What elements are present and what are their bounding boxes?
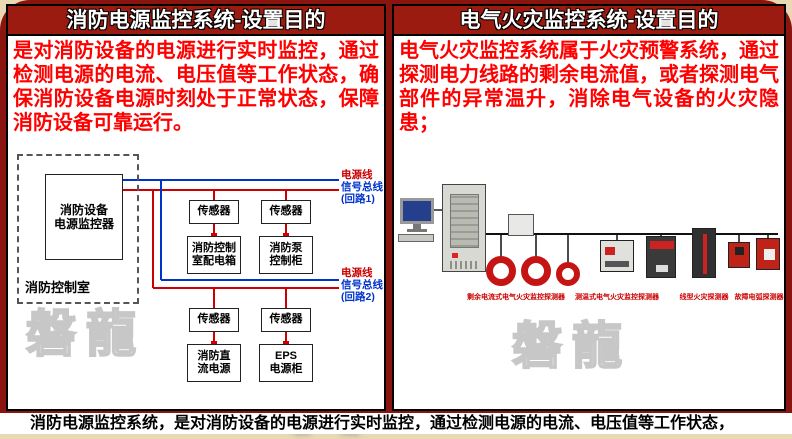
monitor-base [407,229,427,232]
line-type-detector-unit [692,228,716,278]
loop2-sensor-1: 传感器 [189,308,239,332]
device-label-residual-current: 剩余电流式电气火灾监控探测器 [467,294,565,301]
power-monitor-box: 消防设备 电源监控器 [45,174,123,260]
workstation-keyboard [398,234,434,242]
loop2-signal-bus-label: 信号总线 [341,279,383,291]
loop2-power-line-label: 电源线 [341,267,373,279]
monitor-stand [413,224,421,229]
bus-junction-box [508,214,534,236]
device-label-temperature: 测温式电气火灾监控探测器 [575,294,659,301]
control-room-label: 消防控制室 [25,280,91,295]
device-detail [703,234,707,274]
current-transformer-ring-2 [521,256,551,286]
temperature-detector-unit [646,236,676,278]
residual-current-detector-unit [600,240,634,272]
current-transformer-ring-1 [486,256,516,286]
loop1-sensor-1: 传感器 [189,200,239,224]
device-detail [656,265,668,272]
slide-background: 消防电源监控系统-设置目的 是对消防设备的电源进行实时监控，通过检测电源的电流、… [0,0,792,413]
right-panel-description: 电气火灾监控系统属于火灾预警系统，通过探测电力线路的剩余电流值，或者探测电气部件… [399,40,779,134]
electrical-fire-system-photo: 剩余电流式电气火灾监控探测器 测温式电气火灾监控探测器 线型火灾探测器 故障电弧… [396,146,784,310]
right-panel: 电气火灾监控系统-设置目的 电气火灾监控系统属于火灾预警系统，通过探测电力线路的… [392,4,786,411]
wiring-lines [123,179,339,346]
device-label-arc-fault: 故障电弧探测器 [734,294,784,301]
device-detail [735,247,744,255]
left-panel: 消防电源监控系统-设置目的 是对消防设备的电源进行实时监控，通过检测电源的电流、… [6,4,386,411]
loop2-device-dc-power: 消防直 流电源 [187,344,241,382]
loop2-label: (回路2) [341,291,375,303]
cabinet-vent [450,261,479,269]
arc-fault-detector-unit-2 [756,238,780,270]
loop1-device-distribution-box: 消防控制 室配电箱 [187,236,241,274]
left-panel-title: 消防电源监控系统-设置目的 [8,6,384,36]
footer-bar: 消防电源监控系统，是对消防设备的电源进行实时监控，通过检测电源的电流、电压值等工… [0,413,792,434]
loop2-device-eps-cabinet: EPS 电源柜 [259,344,313,382]
loop1-power-line-label: 电源线 [341,169,373,181]
loop2-sensor-2: 传感器 [261,308,311,332]
current-transformer-ring-3 [556,262,580,286]
cabinet-display-panel [450,194,479,248]
device-detail [605,247,615,255]
loop1-sensor-2: 传感器 [261,200,311,224]
footer-text: 消防电源监控系统，是对消防设备的电源进行实时监控，通过检测电源的电流、电压值等工… [30,415,735,432]
loop1-signal-bus-label: 信号总线 [341,181,383,193]
device-detail [650,241,674,249]
loop1-label: (回路1) [341,193,375,205]
device-label-line-type: 线型火灾探测器 [679,294,729,301]
loop1-device-fire-pump-cabinet: 消防泵 控制柜 [259,236,313,274]
arc-fault-detector-unit-1 [728,242,750,268]
device-detail [605,261,629,267]
fire-power-monitoring-diagram: 消防控制室 消防设备 电源监控器 电源线 信号总线 (回路1) 传感器 传感器 … [9,146,383,408]
control-room-box: 消防控制室 [17,154,139,304]
watermark-right: 磐龍 [511,317,632,375]
cabinet-led [452,253,458,258]
left-panel-description: 是对消防设备的电源进行实时监控，通过检测电源的电流、电压值等工作状态，确保消防设… [13,40,379,134]
device-detail [764,249,775,260]
monitoring-control-cabinet [442,184,486,272]
right-panel-title: 电气火灾监控系统-设置目的 [394,6,784,36]
workstation-monitor [400,198,434,224]
